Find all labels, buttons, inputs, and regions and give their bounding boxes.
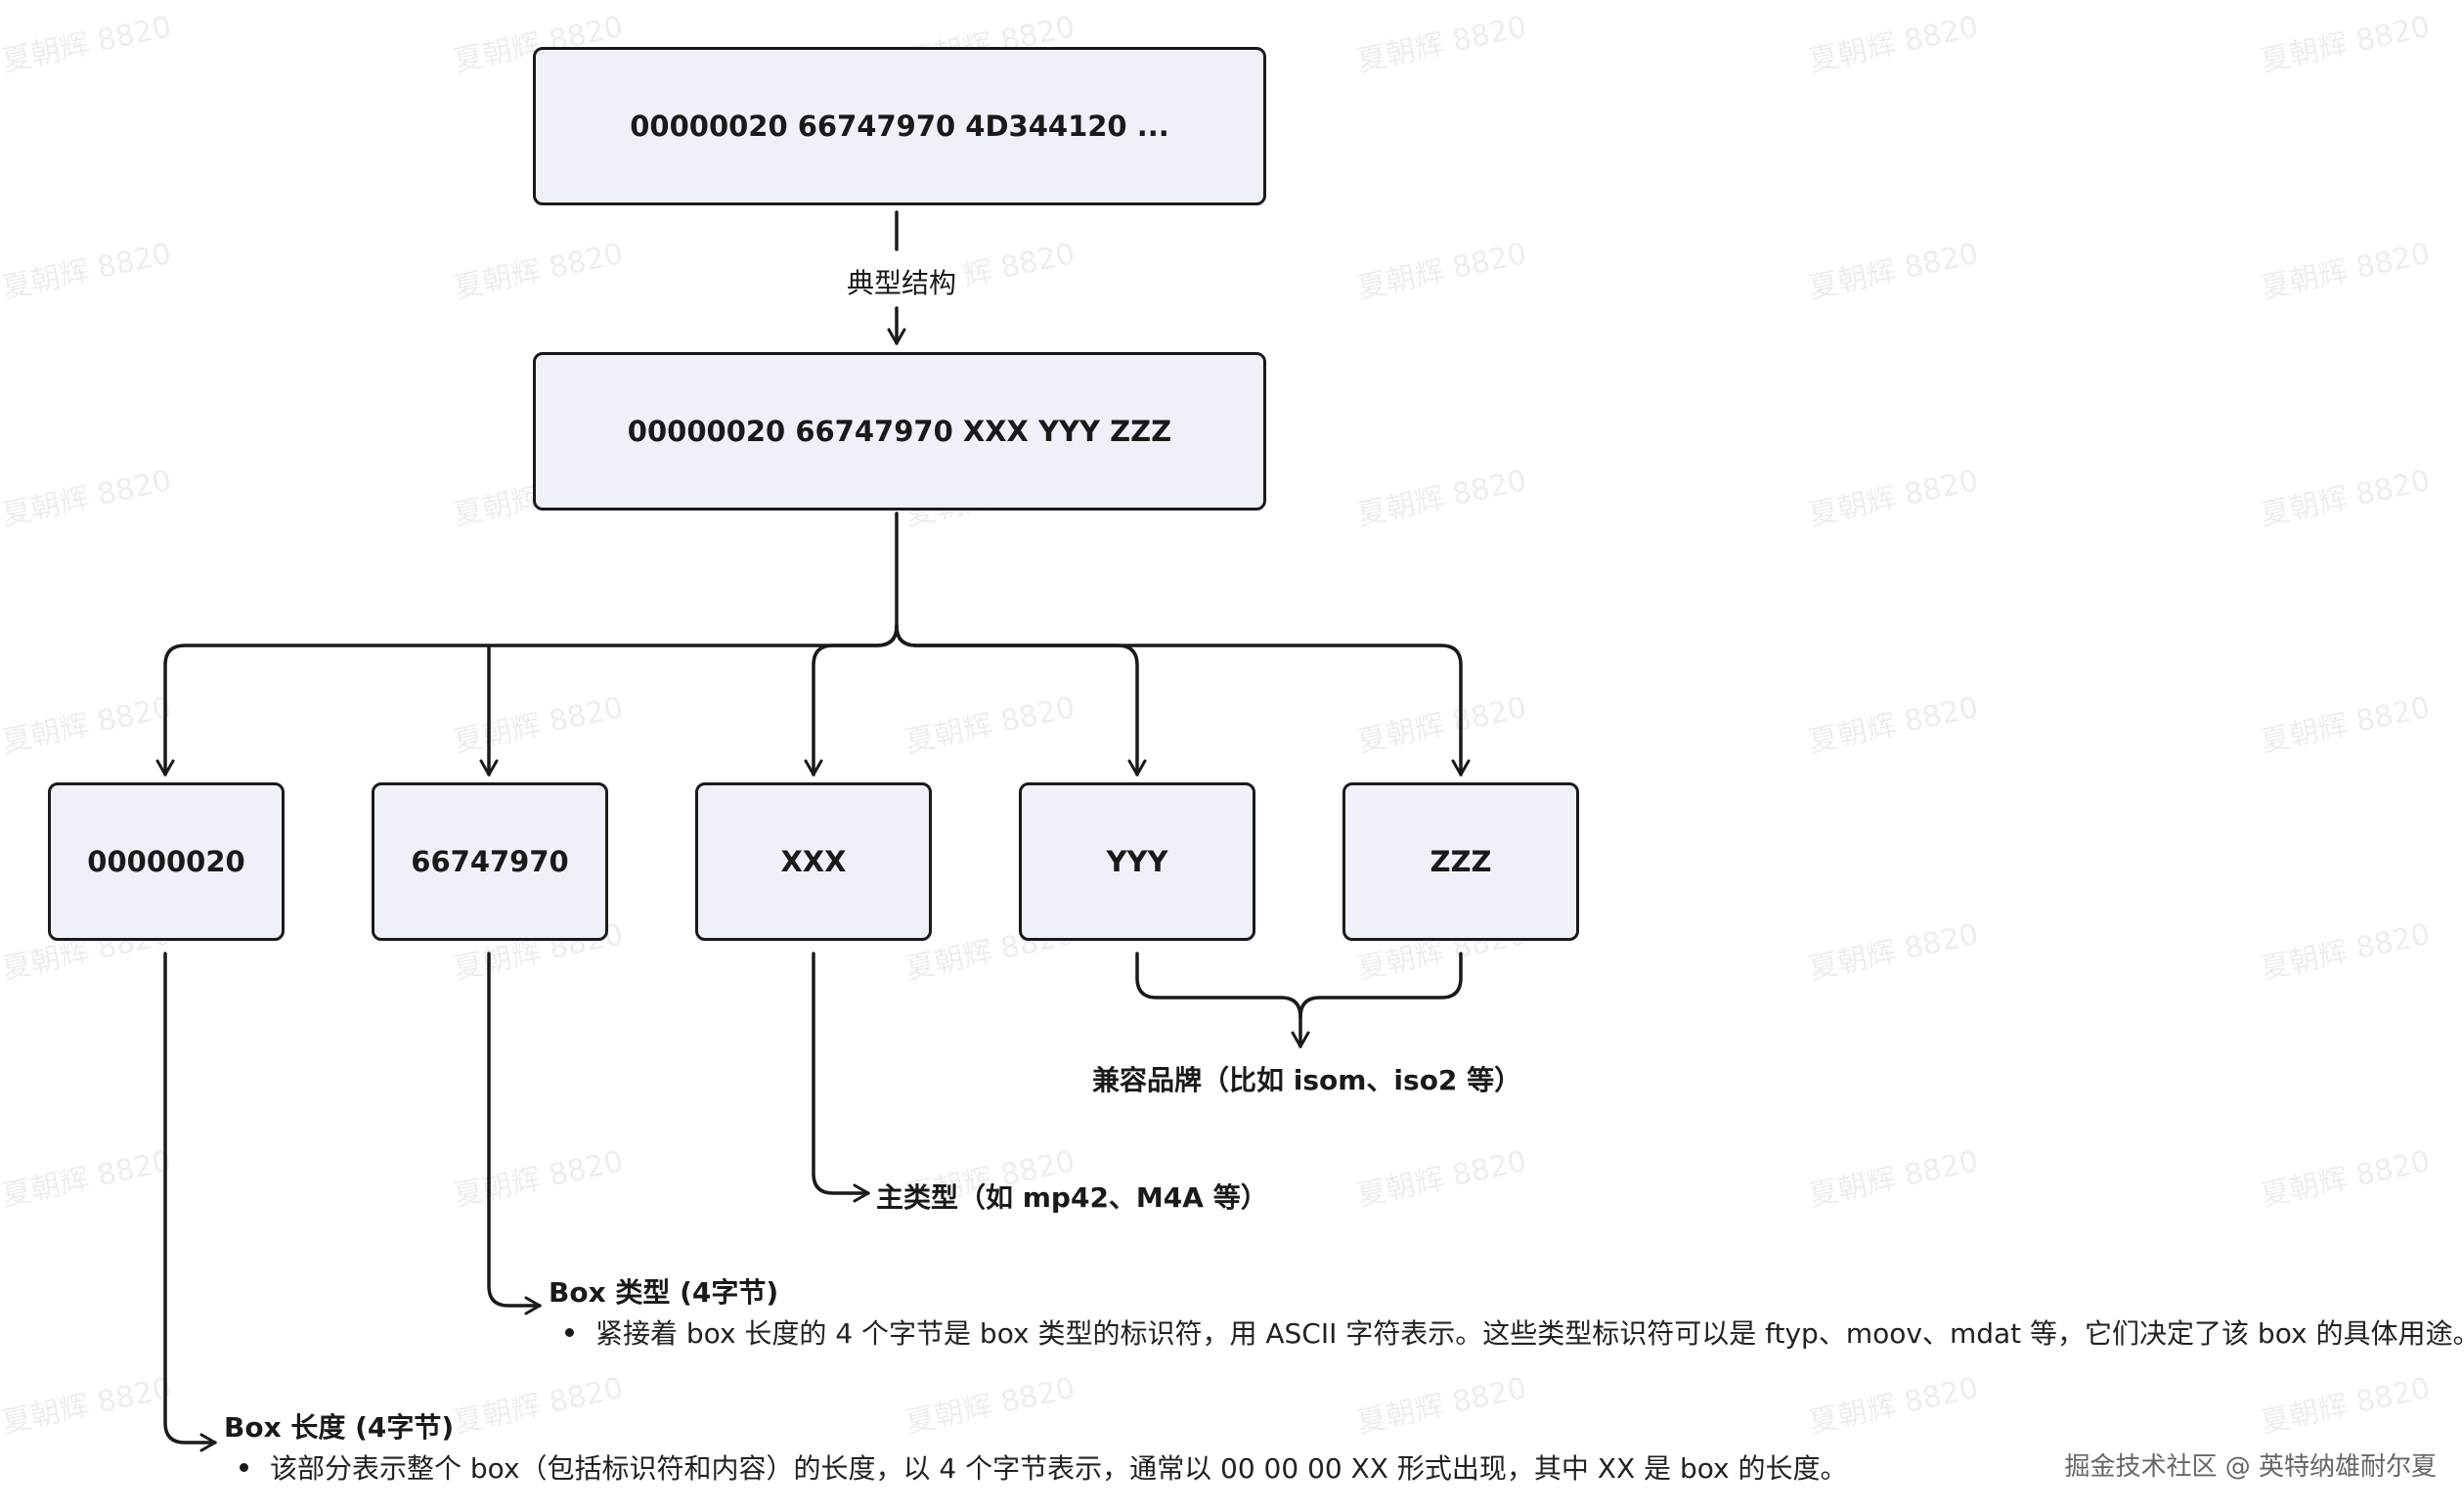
edge-xxx-to-major (812, 952, 870, 1203)
edge-length-to-box-length (163, 952, 217, 1452)
annotation-box-type-desc: 紧接着 box 长度的 4 个字节是 box 类型的标识符，用 ASCII 字符… (595, 1317, 2464, 1350)
annotation-box-length-desc-row: 该部分表示整个 box（包括标识符和内容）的长度，以 4 个字节表示，通常以 0… (240, 1447, 1847, 1487)
node-leaf-type: 66747970 (372, 782, 608, 941)
annotation-major-brand: 主类型（如 mp42、M4A 等） (876, 1181, 1268, 1214)
annotation-box-type-title: Box 类型 (4字节) (549, 1276, 779, 1309)
node-leaf-minor-1: YYY (1019, 782, 1255, 941)
annotation-compatible-brands: 兼容品牌（比如 isom、iso2 等） (1092, 1064, 1522, 1096)
node-leaf-length: 00000020 (48, 782, 285, 941)
edge-type-to-box-type (487, 952, 542, 1315)
annotation-box-type-desc-row: 紧接着 box 长度的 4 个字节是 box 类型的标识符，用 ASCII 字符… (565, 1312, 2464, 1352)
node-middle-structure: 00000020 66747970 XXX YYY ZZZ (533, 352, 1266, 511)
edge-to-leaf-3 (804, 624, 899, 777)
bullet-icon (565, 1327, 574, 1337)
annotation-box-length-title: Box 长度 (4字节) (224, 1411, 455, 1444)
footer-credit: 掘金技术社区 @ 英特纳雄耐尔夏 (2064, 1452, 2437, 1482)
edge-to-leaf-4 (895, 624, 1147, 777)
edge-zzz-to-brands (1298, 952, 1463, 1019)
node-leaf-major-brand: XXX (695, 782, 932, 941)
edge-to-leaf-5 (895, 624, 1471, 777)
node-top-bytes: 00000020 66747970 4D344120 ... (533, 47, 1266, 205)
edge-label-typical-structure: 典型结构 (841, 260, 963, 303)
annotation-box-length-desc: 该部分表示整个 box（包括标识符和内容）的长度，以 4 个字节表示，通常以 0… (270, 1452, 1848, 1485)
edge-to-leaf-1 (155, 624, 899, 777)
edge-yyy-to-brands (1135, 952, 1310, 1048)
bullet-icon (240, 1462, 248, 1472)
node-leaf-minor-2: ZZZ (1342, 782, 1579, 941)
